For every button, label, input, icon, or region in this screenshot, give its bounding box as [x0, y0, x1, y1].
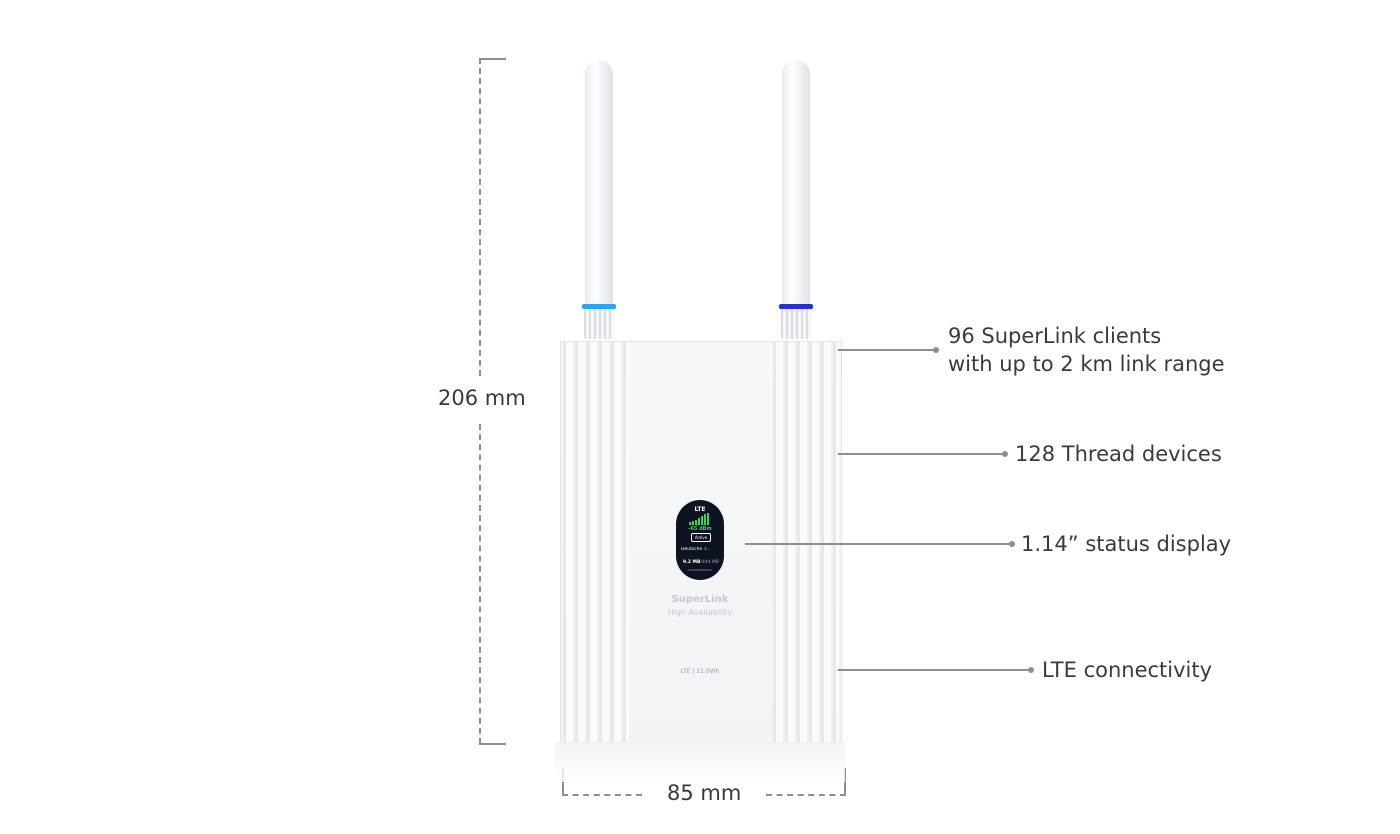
callout-line-thread	[838, 453, 1004, 455]
callout-superlink-line2: with up to 2 km link range	[948, 352, 1225, 376]
height-dim-line-lower	[479, 424, 481, 744]
width-dim-right-tick	[844, 768, 846, 796]
callout-line-lte	[838, 669, 1030, 671]
callout-dot-superlink	[933, 347, 939, 353]
callout-superlink-line1: 96 SuperLink clients	[948, 324, 1162, 348]
device-subtitle: High Availability	[667, 608, 733, 617]
right-heatsink-fins	[773, 342, 839, 742]
width-dim-line-left	[562, 794, 642, 796]
left-antenna	[582, 60, 616, 342]
callout-line-superlink	[838, 349, 935, 351]
screen-carrier: Deutsche T...	[681, 547, 711, 552]
width-dim-left-tick	[562, 768, 564, 796]
width-dim-line-right	[766, 794, 846, 796]
callout-dot-thread	[1002, 451, 1008, 457]
status-display: LTE -65 dBm Active Deutsche T... 9.2 MB/…	[676, 500, 724, 580]
width-dimension-label: 85 mm	[667, 781, 742, 805]
right-antenna-ring	[779, 304, 813, 309]
callout-dot-display	[1009, 541, 1015, 547]
callout-line-display	[745, 543, 1011, 545]
callout-superlink: 96 SuperLink clients with up to 2 km lin…	[948, 322, 1225, 378]
screen-usage-used: 9.2 MB	[683, 560, 701, 565]
signal-bars-icon	[689, 513, 709, 525]
callout-lte: LTE connectivity	[1042, 658, 1213, 682]
height-dim-line-upper	[479, 58, 481, 376]
callout-display: 1.14” status display	[1021, 532, 1232, 556]
screen-usage-bar	[688, 569, 712, 571]
device-bottom-label: LTE | 11.0Wh	[680, 668, 720, 675]
left-heatsink-fins	[563, 342, 629, 742]
right-antenna	[779, 60, 813, 342]
screen-status-badge: Active	[691, 533, 711, 542]
screen-usage: 9.2 MB/444 MB	[679, 560, 723, 565]
screen-signal: -65 dBm	[688, 526, 712, 532]
screen-usage-total: /444 MB	[700, 560, 719, 565]
screen-network: LTE	[694, 506, 706, 513]
height-dim-top-tick	[479, 58, 506, 60]
height-dim-bottom-tick	[479, 743, 506, 745]
device-reflection	[555, 742, 845, 782]
height-dimension-label: 206 mm	[438, 386, 526, 410]
left-antenna-ring	[582, 304, 616, 309]
callout-thread: 128 Thread devices	[1015, 442, 1222, 466]
callout-dot-lte	[1028, 667, 1034, 673]
device-brand: SuperLink	[671, 594, 729, 605]
